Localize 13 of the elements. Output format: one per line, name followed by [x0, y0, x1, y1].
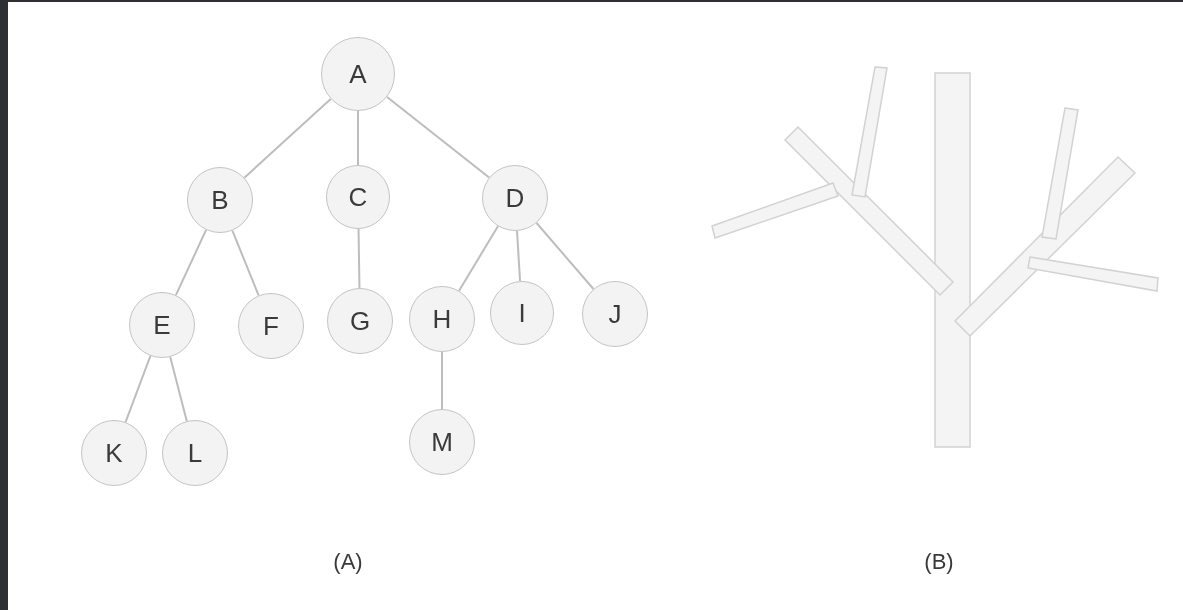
connector-line: [516, 229, 522, 283]
figure-label: (A): [333, 551, 363, 573]
connector-line: [124, 354, 152, 424]
connector-line: [357, 228, 361, 289]
connector-line: [243, 97, 332, 179]
figure-label: (B): [924, 551, 954, 573]
connector-line: [458, 225, 499, 292]
connector-line: [174, 228, 208, 297]
connector-line: [357, 110, 359, 166]
connector-line: [231, 229, 260, 297]
connector-line: [386, 95, 491, 179]
connector-line: [535, 222, 595, 290]
connector-line: [441, 351, 443, 410]
